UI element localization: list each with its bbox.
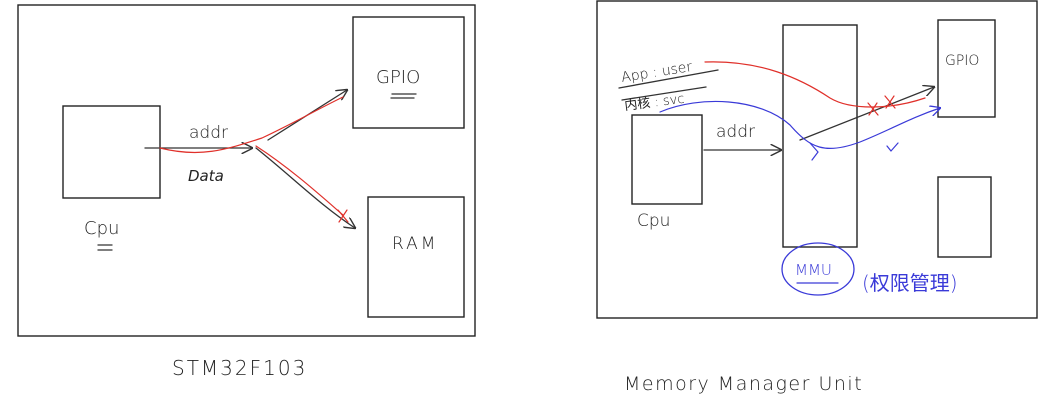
right-gpio-label: GPIO bbox=[945, 53, 979, 69]
right-blank-box bbox=[937, 176, 992, 258]
right-app-underline bbox=[618, 69, 719, 89]
right-gpio-box bbox=[937, 19, 996, 118]
left-caption: STM32F103 bbox=[172, 356, 307, 380]
left-cpu-label: Cpu bbox=[84, 218, 119, 239]
left-gpio-underline bbox=[390, 93, 417, 99]
right-red-x-mark-2 bbox=[884, 95, 896, 109]
right-blue-path bbox=[659, 100, 940, 150]
right-red-path bbox=[704, 61, 926, 108]
left-cpu-box bbox=[62, 105, 161, 199]
left-gpio-box bbox=[352, 16, 465, 129]
left-gpio-label: GPIO bbox=[376, 67, 420, 88]
left-ram-arrow bbox=[255, 147, 355, 228]
left-ram-label: RAM bbox=[392, 234, 438, 254]
right-cpu-box bbox=[631, 114, 703, 205]
left-red-path-gpio bbox=[159, 96, 344, 154]
left-addr-label: addr bbox=[189, 123, 228, 143]
right-mmu-label: MMU bbox=[795, 261, 832, 279]
left-frame bbox=[17, 4, 476, 337]
right-app-underline-2 bbox=[621, 86, 707, 101]
left-red-x-mark bbox=[337, 209, 349, 223]
right-permission-label: (权限管理) bbox=[862, 271, 958, 295]
right-kernel-label: 内核 : svc bbox=[624, 91, 686, 114]
right-diagram: App : user 内核 : svc addr Cpu GPIO MMU (权… bbox=[596, 0, 1038, 395]
right-mmu-circle bbox=[781, 242, 855, 296]
right-blue-arrowhead bbox=[809, 142, 819, 161]
left-diagram: addr Data Cpu GPIO RAM STM32F103 bbox=[17, 4, 476, 380]
right-caption: Memory Manager Unit bbox=[624, 373, 863, 395]
right-addr-label: addr bbox=[716, 122, 755, 142]
right-mmu-box bbox=[782, 24, 858, 248]
right-cpu-label: Cpu bbox=[637, 211, 670, 231]
left-data-label: Data bbox=[188, 167, 224, 185]
left-ram-box bbox=[367, 196, 465, 318]
right-red-x-mark-1 bbox=[867, 102, 879, 116]
left-cpu-underline bbox=[97, 244, 113, 251]
right-blue-check-mark bbox=[886, 142, 899, 152]
right-mmu-to-gpio-arrow bbox=[799, 87, 934, 141]
left-red-path-ram bbox=[255, 145, 344, 216]
right-frame bbox=[596, 0, 1038, 319]
right-app-label: App : user bbox=[620, 59, 693, 86]
